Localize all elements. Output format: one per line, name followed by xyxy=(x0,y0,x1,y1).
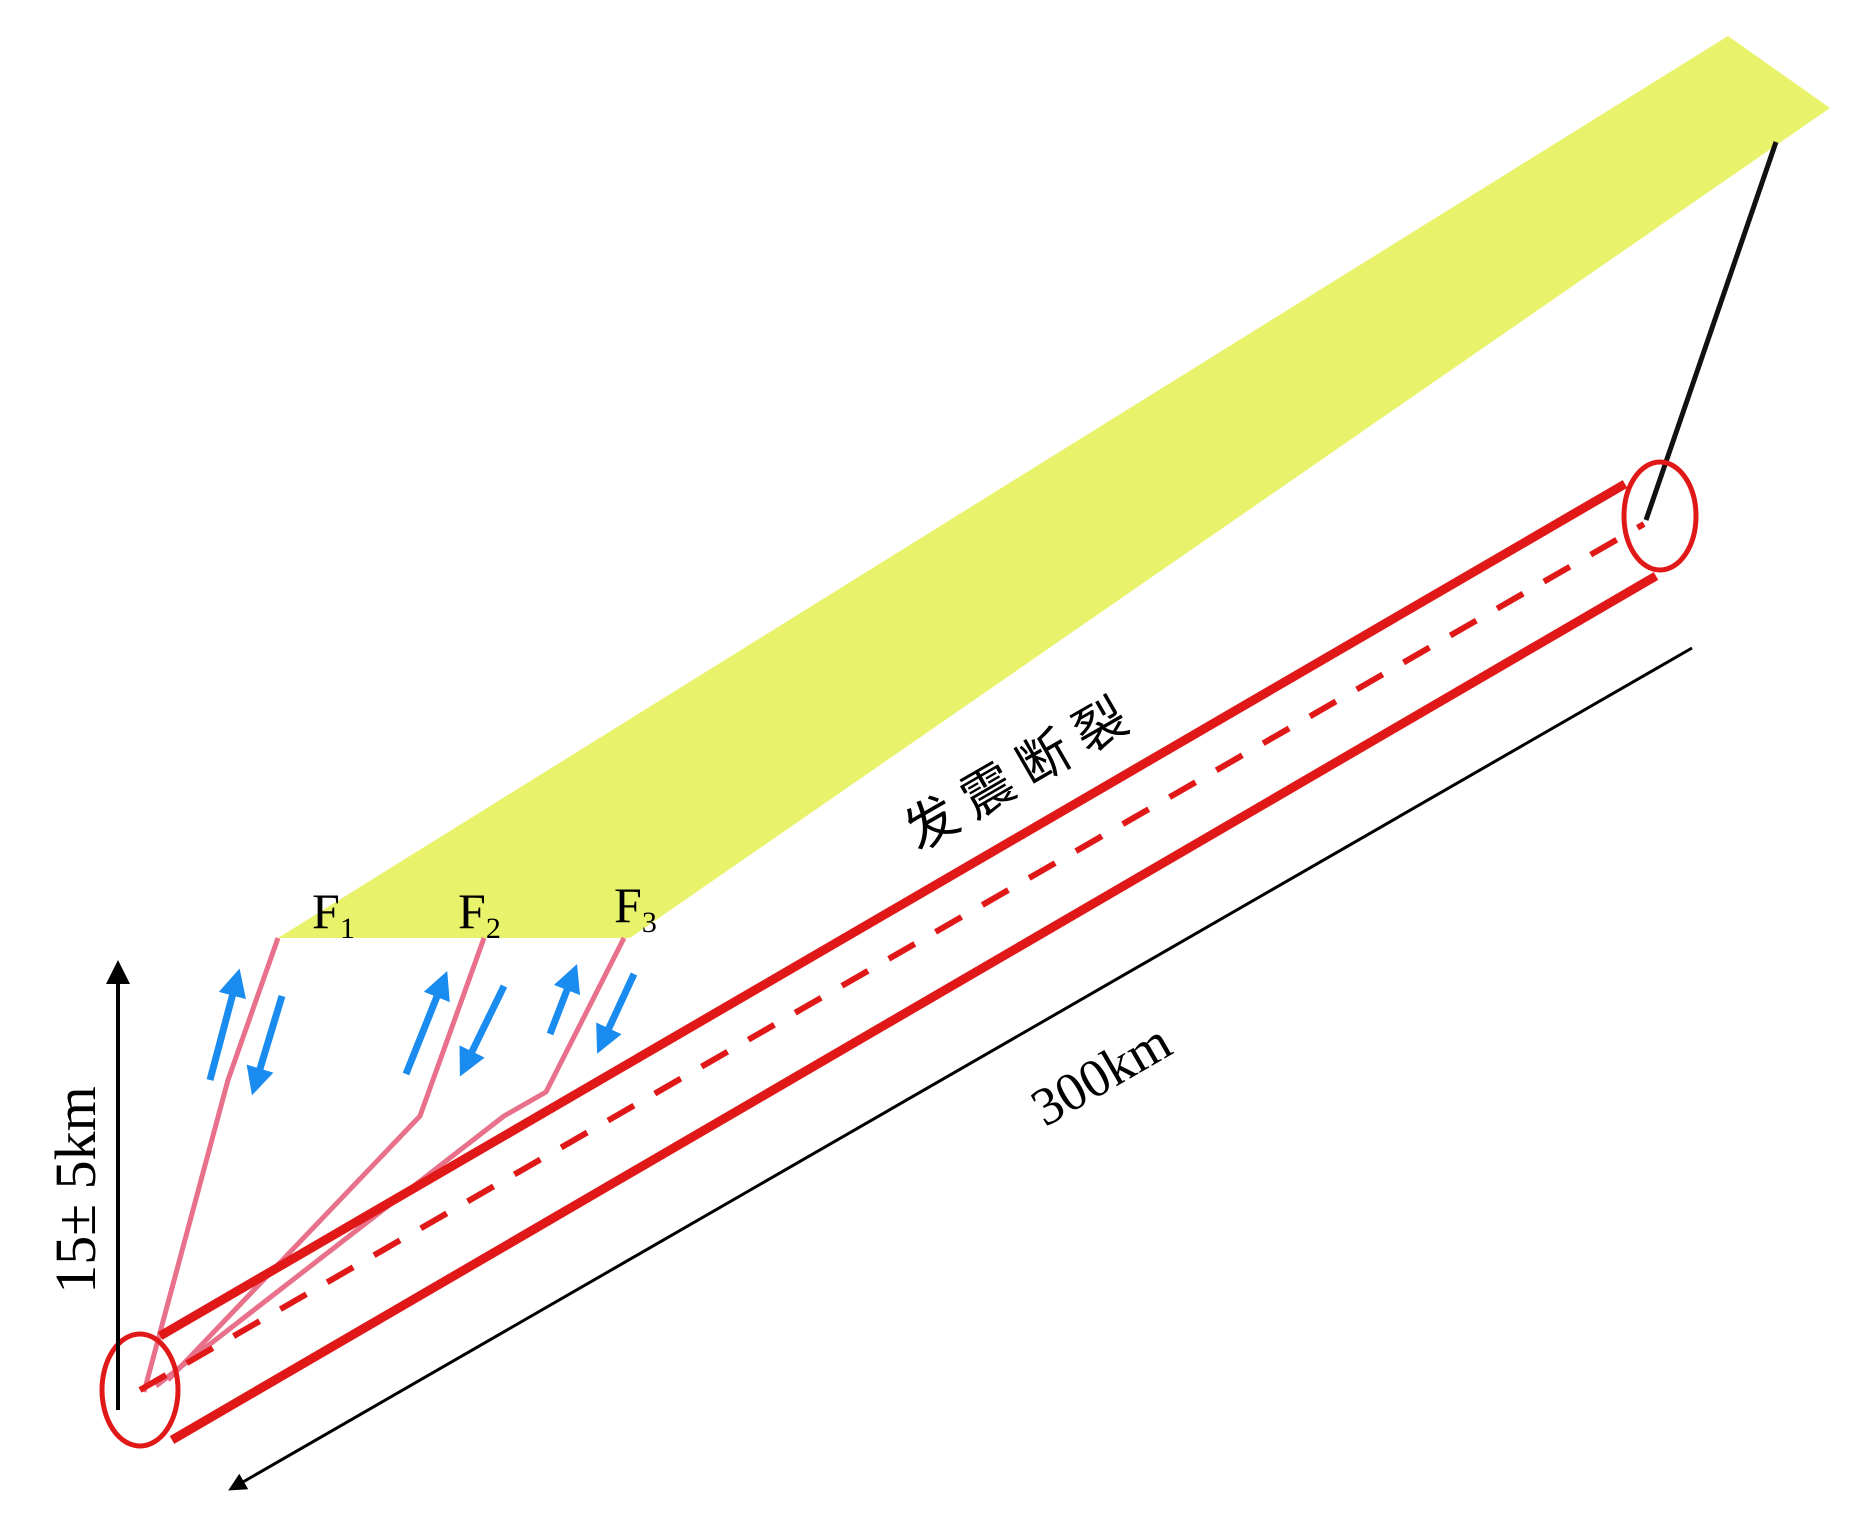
length-arrow xyxy=(228,646,1693,1491)
tube-top-edge xyxy=(157,480,1628,1340)
arrow-down-icon xyxy=(596,972,638,1054)
label-f1: F1 xyxy=(312,883,355,945)
tube-axis-dashed xyxy=(138,521,1646,1393)
arrow-down-icon xyxy=(246,994,286,1096)
tube-bottom-edge xyxy=(169,572,1659,1444)
arrow-up-icon xyxy=(546,963,581,1036)
arrow-up-icon xyxy=(402,971,450,1076)
fault-trace-f3 xyxy=(154,936,627,1388)
fault-trace-f2 xyxy=(166,937,487,1382)
label-f2: F2 xyxy=(458,883,501,945)
tube-end-right xyxy=(1621,459,1699,573)
slip-arrows xyxy=(206,963,638,1096)
ground-surface xyxy=(278,36,1830,938)
length-label: 300km xyxy=(1021,1011,1181,1138)
fault-tube xyxy=(99,459,1699,1449)
label-f3: F3 xyxy=(614,877,657,939)
tube-end-left xyxy=(99,1331,181,1449)
connector-line xyxy=(1643,141,1779,521)
fault-trace-f1 xyxy=(141,937,281,1393)
fault-traces xyxy=(141,936,627,1393)
arrow-up-icon xyxy=(206,968,246,1081)
depth-label: 15± 5km xyxy=(43,1086,108,1293)
arrow-down-icon xyxy=(459,984,508,1077)
